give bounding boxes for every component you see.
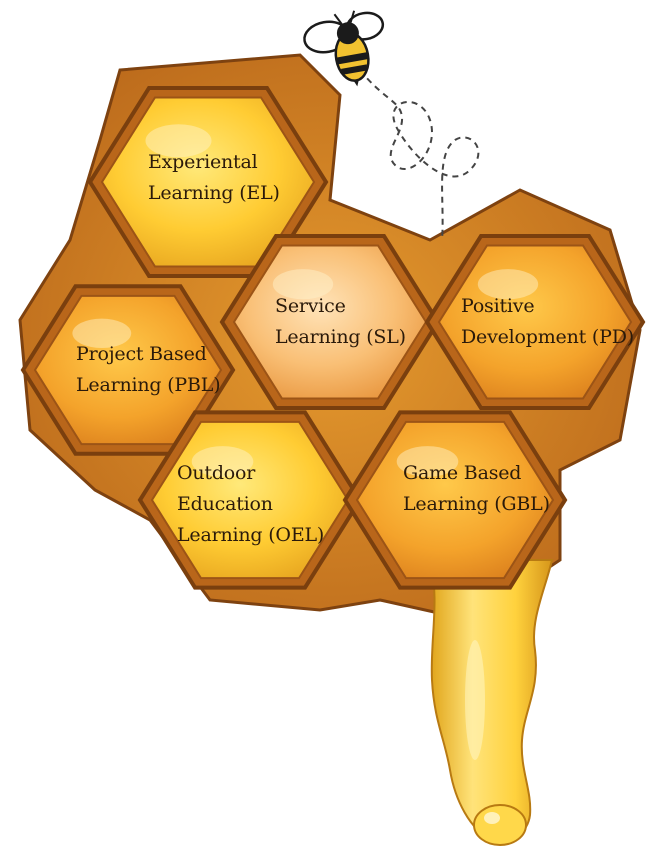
cell-label-pd: Positive Development (PD) (461, 295, 634, 348)
hex-cell-shine-pd (477, 269, 539, 300)
bee-antenna (333, 13, 344, 26)
cell-label-oel: Outdoor Education Learning (OEL) (177, 462, 325, 546)
hex-cell-gbl (355, 420, 555, 580)
hex-cell-shine-sl (272, 269, 334, 300)
hex-cell-shine-gbl (396, 446, 459, 477)
cell-label-el: Experiental Learning (EL) (148, 151, 280, 204)
bee-flight-path (359, 69, 480, 241)
drip-highlight (465, 640, 485, 760)
hex-cell-shine-pbl (72, 318, 132, 348)
hex-cell-oel (150, 420, 350, 580)
drip-bulb-shine (484, 812, 500, 824)
hex-cell-pd (437, 244, 633, 400)
bee-stripe (336, 52, 368, 65)
cell-label-pbl: Project Based Learning (PBL) (76, 343, 221, 396)
hex-cell-shine-el (145, 124, 212, 158)
hex-cell-shine-oel (191, 446, 254, 477)
bee-stripe (341, 64, 368, 75)
hex-cell-sl (232, 244, 428, 400)
bee-antenna (349, 10, 356, 24)
bee-illustration (303, 10, 385, 87)
cell-label-gbl: Game Based Learning (GBL) (403, 462, 550, 515)
honey-drip (428, 559, 554, 843)
drip-bulb (473, 804, 527, 846)
bee-head (336, 22, 359, 45)
bee-stinger (353, 78, 360, 87)
cell-label-sl: Service Learning (SL) (275, 295, 406, 348)
